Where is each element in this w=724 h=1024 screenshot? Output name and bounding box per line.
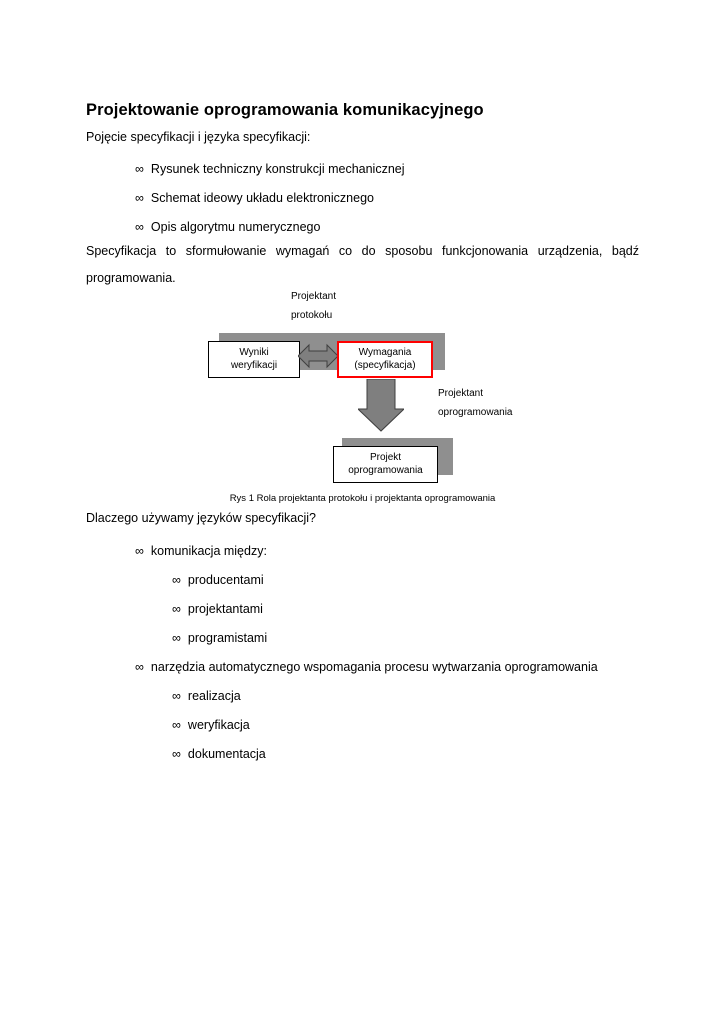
infinity-bullet-icon: ∞ xyxy=(172,573,181,587)
intro-text: Pojęcie specyfikacji i języka specyfikac… xyxy=(86,130,311,144)
page-title: Projektowanie oprogramowania komunikacyj… xyxy=(86,101,484,119)
list-item: ∞ narzędzia automatycznego wspomagania pr… xyxy=(86,653,598,682)
list-item: ∞ Opis algorytmu numerycznego xyxy=(135,213,405,242)
list-item-label: Rysunek techniczny konstrukcji mechanicz… xyxy=(150,162,405,176)
infinity-bullet-icon: ∞ xyxy=(135,544,144,558)
list-item-label: narzędzia automatycznego wspomagania pro… xyxy=(150,660,598,674)
list-subitem: ∞ dokumentacja xyxy=(86,740,598,769)
infinity-bullet-icon: ∞ xyxy=(135,220,144,234)
infinity-bullet-icon: ∞ xyxy=(172,631,181,645)
specification-examples-list: ∞ Rysunek techniczny konstrukcji mechanic… xyxy=(135,155,405,242)
requirements-line1: Wymagania xyxy=(358,347,412,358)
infinity-bullet-icon: ∞ xyxy=(172,747,181,761)
list-subitem: ∞ projektantami xyxy=(86,595,598,624)
infinity-bullet-icon: ∞ xyxy=(172,718,181,732)
list-subitem: ∞ programistami xyxy=(86,624,598,653)
software-designer-label: Projektant oprogramowania xyxy=(438,384,513,422)
list-subitem-label: producentami xyxy=(187,573,264,587)
list-subitem: ∞ realizacja xyxy=(86,682,598,711)
infinity-bullet-icon: ∞ xyxy=(135,660,144,674)
list-item-label: Opis algorytmu numerycznego xyxy=(150,220,321,234)
definition-paragraph: Specyfikacja to sformułowanie wymagań co… xyxy=(86,244,639,285)
list-item: ∞ komunikacja między: xyxy=(86,537,598,566)
software-project-line2: oprogramowania xyxy=(348,464,423,476)
infinity-bullet-icon: ∞ xyxy=(172,689,181,703)
requirements-line2: (specyfikacja) xyxy=(354,359,416,371)
specification-reasons-list: ∞ komunikacja między: ∞ producentami ∞ proj… xyxy=(86,537,598,769)
protocol-designer-label: Projektant protokołu xyxy=(291,287,336,325)
software-project-line1: Projekt xyxy=(369,452,402,463)
list-item-label: komunikacja między: xyxy=(150,544,267,558)
verification-results-box: Wyniki weryfikacji xyxy=(208,341,300,378)
list-subitem: ∞ producentami xyxy=(86,566,598,595)
infinity-bullet-icon: ∞ xyxy=(135,191,144,205)
infinity-bullet-icon: ∞ xyxy=(135,162,144,176)
down-arrow-icon xyxy=(358,379,404,432)
list-subitem-label: dokumentacja xyxy=(187,747,266,761)
bidirectional-arrow-icon xyxy=(298,343,338,369)
list-item: ∞ Schemat ideowy układu elektronicznego xyxy=(135,184,405,213)
list-item-label: Schemat ideowy układu elektronicznego xyxy=(150,191,374,205)
protocol-designer-label-line1: Projektant xyxy=(291,291,337,302)
protocol-designer-label-line2: protokołu xyxy=(291,310,333,321)
list-subitem-label: realizacja xyxy=(187,689,241,703)
software-designer-label-line2: oprogramowania xyxy=(438,407,513,418)
verification-results-line1: Wyniki xyxy=(239,347,269,358)
list-subitem-label: weryfikacja xyxy=(187,718,250,732)
list-subitem-label: projektantami xyxy=(187,602,263,616)
list-item: ∞ Rysunek techniczny konstrukcji mechanic… xyxy=(135,155,405,184)
list-subitem-label: programistami xyxy=(187,631,268,645)
software-project-box: Projekt oprogramowania xyxy=(333,446,438,483)
software-designer-label-line1: Projektant xyxy=(438,388,484,399)
figure-caption: Rys 1 Rola projektanta protokołu i proje… xyxy=(229,493,496,504)
list-subitem: ∞ weryfikacja xyxy=(86,711,598,740)
requirements-specification-box: Wymagania (specyfikacja) xyxy=(337,341,433,378)
question-text: Dlaczego używamy języków specyfikacji? xyxy=(86,511,316,525)
verification-results-line2: weryfikacji xyxy=(230,359,278,371)
infinity-bullet-icon: ∞ xyxy=(172,602,181,616)
